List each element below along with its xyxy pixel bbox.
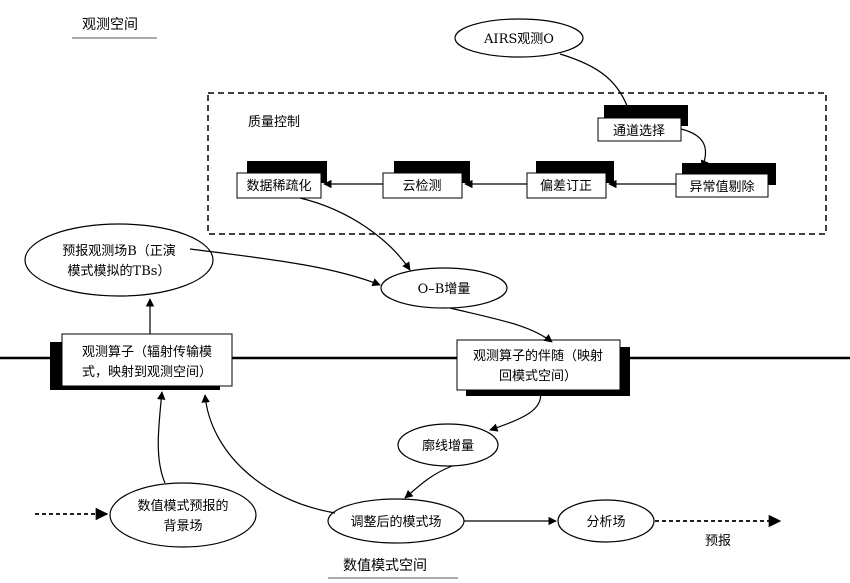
arrow-profile-to-adjusted bbox=[404, 465, 453, 499]
adjusted-model-field-label: 调整后的模式场 bbox=[350, 514, 441, 530]
adjusted-model-field-node: 调整后的模式场 bbox=[327, 498, 465, 544]
omb-increment-label: O–B增量 bbox=[418, 282, 471, 297]
analysis-field-node: 分析场 bbox=[557, 499, 655, 543]
model-space-label: 数值模式空间 bbox=[343, 558, 427, 574]
outlier-removal-box: 异常值剔除 bbox=[675, 163, 776, 198]
forecast-observation-node: 预报观测场B（正演 模式模拟的TBs） bbox=[24, 223, 214, 297]
arrow-background-to-operator bbox=[157, 391, 166, 484]
arrow-adjoint-to-profile bbox=[489, 390, 542, 432]
channel-selection-box: 通道选择 bbox=[597, 105, 688, 142]
arrow-forecast-obs-to-omb bbox=[189, 248, 381, 287]
background-field-line1: 数值模式预报的 bbox=[137, 498, 228, 514]
profile-increment-node: 廓线增量 bbox=[397, 423, 499, 467]
outlier-removal-label: 异常值剔除 bbox=[689, 179, 754, 195]
arrow-adjusted-to-operator bbox=[201, 394, 336, 514]
background-field-node: 数值模式预报的 背景场 bbox=[109, 482, 257, 548]
channel-selection-label: 通道选择 bbox=[613, 124, 665, 139]
omb-increment-node: O–B增量 bbox=[380, 267, 508, 309]
quality-control-title: 质量控制 bbox=[248, 115, 300, 130]
analysis-field-label: 分析场 bbox=[586, 515, 625, 530]
cloud-detection-label: 云检测 bbox=[402, 179, 441, 194]
data-thinning-box: 数据稀疏化 bbox=[236, 161, 327, 199]
airs-observation-node: AIRS观测O bbox=[454, 18, 584, 58]
forecast-label: 预报 bbox=[705, 534, 731, 549]
adjoint-operator-box: 观测算子的伴随（映射 回模式空间） bbox=[456, 339, 630, 396]
observation-operator-line2: 式，映射到观测空间） bbox=[82, 364, 212, 380]
forecast-observation-line1: 预报观测场B（正演 bbox=[62, 243, 176, 259]
arrow-omb-to-adjoint bbox=[449, 307, 553, 343]
observation-space-label: 观测空间 bbox=[82, 17, 138, 33]
data-thinning-label: 数据稀疏化 bbox=[246, 179, 311, 194]
arrow-channel-to-outlier bbox=[680, 128, 709, 169]
arrow-thinning-to-omb bbox=[299, 197, 411, 271]
observation-operator-line1: 观测算子（辐射传输模 bbox=[82, 344, 212, 360]
connector-arrows bbox=[35, 53, 782, 528]
forecast-observation-line2: 模式模拟的TBs） bbox=[68, 263, 171, 279]
arrow-airs-to-channel-selection bbox=[559, 53, 632, 115]
bias-correction-box: 偏差订正 bbox=[526, 161, 614, 199]
adjoint-operator-line2: 回模式空间） bbox=[499, 369, 577, 384]
profile-increment-label: 廓线增量 bbox=[422, 438, 474, 454]
cloud-detection-box: 云检测 bbox=[382, 161, 470, 199]
background-field-line2: 背景场 bbox=[163, 519, 202, 534]
bias-correction-label: 偏差订正 bbox=[540, 179, 592, 194]
observation-operator-box: 观测算子（辐射传输模 式，映射到观测空间） bbox=[50, 333, 233, 390]
adjoint-operator-line1: 观测算子的伴随（映射 bbox=[473, 348, 603, 364]
airs-observation-label: AIRS观测O bbox=[483, 32, 554, 47]
